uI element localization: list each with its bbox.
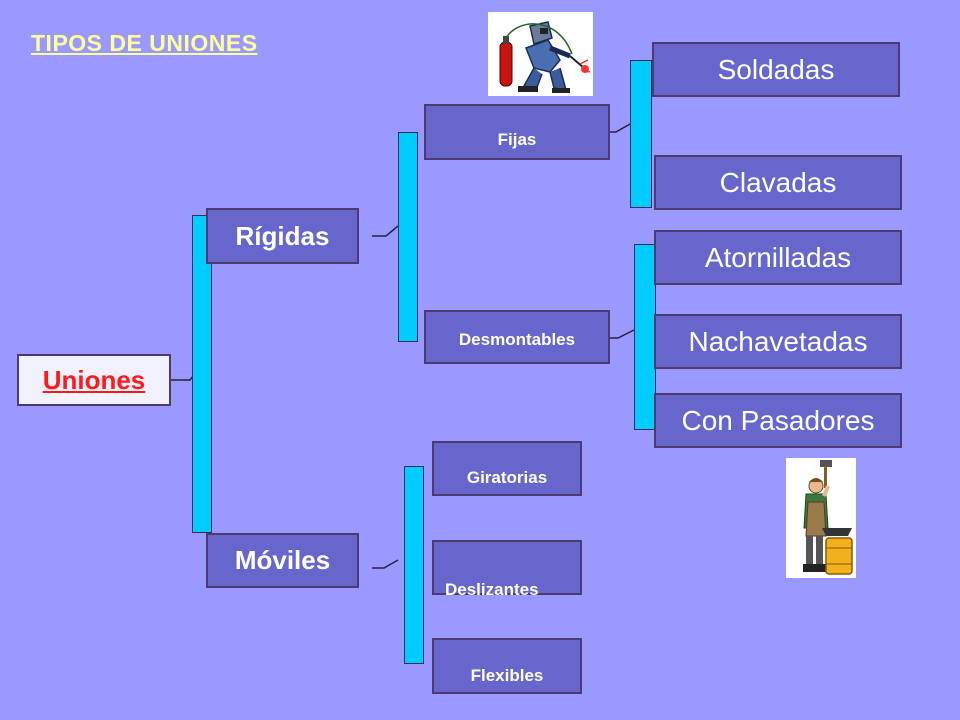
node-label: Soldadas (717, 53, 835, 85)
node-label: Nachavetadas (688, 325, 868, 357)
node-giratorias: Giratorias (432, 441, 582, 496)
page-title: TIPOS DE UNIONES (31, 30, 258, 56)
node-label: Rígidas (235, 220, 330, 251)
node-moviles: Móviles (206, 533, 359, 588)
node-label: Fijas (497, 130, 537, 149)
node-nachavetadas: Nachavetadas (654, 314, 902, 369)
node-label: Desmontables (458, 330, 576, 349)
node-atornilladas: Atornilladas (654, 230, 902, 285)
node-rigidas: Rígidas (206, 208, 359, 264)
node-label: Móviles (234, 545, 331, 575)
welder-icon (488, 12, 593, 96)
node-label: Uniones (42, 364, 146, 395)
node-label: Flexibles (470, 666, 544, 685)
blacksmith-icon (786, 458, 856, 578)
node-desmontables: Desmontables (424, 310, 610, 364)
node-uniones: Uniones (17, 354, 171, 406)
brace-rigidas (398, 132, 418, 342)
node-fijas: Fijas (424, 104, 610, 160)
node-clavadas: Clavadas (654, 155, 902, 210)
brace-uniones (192, 215, 212, 533)
node-con-pasadores: Con Pasadores (654, 393, 902, 448)
brace-desmontables (634, 244, 656, 430)
node-label: Giratorias (466, 468, 548, 487)
node-label-deslizantes: Deslizantes (445, 580, 539, 599)
node-deslizantes (432, 540, 582, 595)
brace-moviles (404, 466, 424, 664)
node-label: Clavadas (719, 166, 837, 198)
node-flexibles: Flexibles (432, 638, 582, 694)
node-label: Atornilladas (704, 241, 852, 273)
node-soldadas: Soldadas (652, 42, 900, 97)
brace-fijas (630, 60, 652, 208)
node-label: Con Pasadores (681, 404, 875, 436)
